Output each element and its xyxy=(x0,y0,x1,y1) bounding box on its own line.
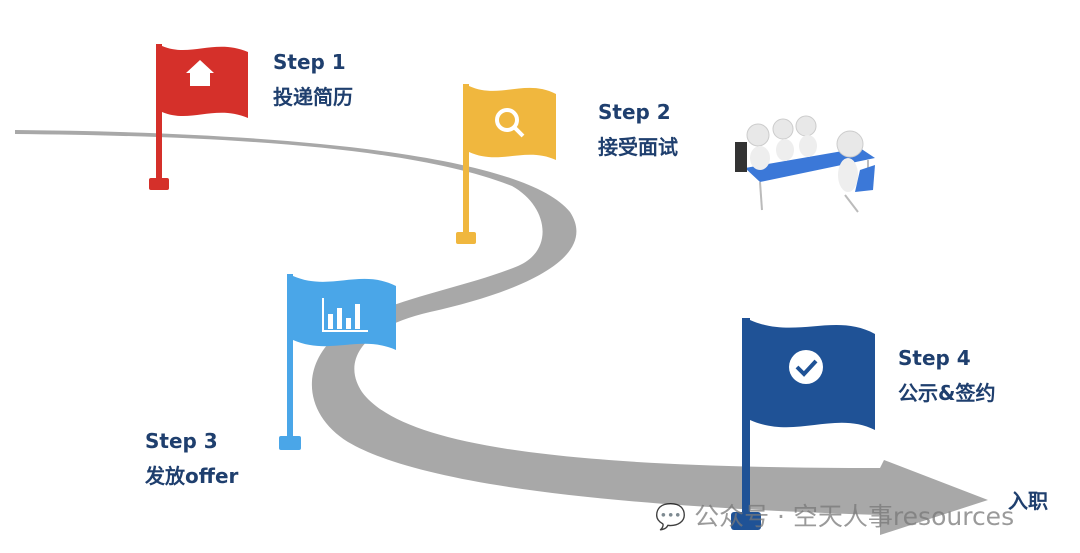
check-circle-icon xyxy=(789,350,823,384)
step-3-label: 发放offer xyxy=(145,464,239,488)
wechat-icon: 💬 xyxy=(655,502,687,531)
flag-step-2 xyxy=(456,84,556,244)
road-arrow xyxy=(15,130,988,535)
step-4-label: 公示&签约 xyxy=(898,381,996,405)
interview-illustration xyxy=(735,115,875,213)
end-label: 入职 xyxy=(1008,489,1048,513)
flag-step-3 xyxy=(279,274,396,450)
flag-step-1 xyxy=(149,44,248,190)
flag-step-4 xyxy=(731,318,875,530)
step-1-title: Step 1 xyxy=(273,50,346,74)
step-2-label: 接受面试 xyxy=(598,135,678,159)
step-2-title: Step 2 xyxy=(598,100,671,124)
step-1-label: 投递简历 xyxy=(273,85,353,109)
step-3-title: Step 3 xyxy=(145,429,218,453)
watermark: 💬 公众号 · 空天人事resources xyxy=(655,497,1014,533)
watermark-text: 公众号 · 空天人事resources xyxy=(694,502,1015,531)
house-icon xyxy=(186,60,214,86)
search-icon xyxy=(495,108,525,138)
bar-chart-icon xyxy=(322,298,368,332)
step-4-title: Step 4 xyxy=(898,346,971,370)
